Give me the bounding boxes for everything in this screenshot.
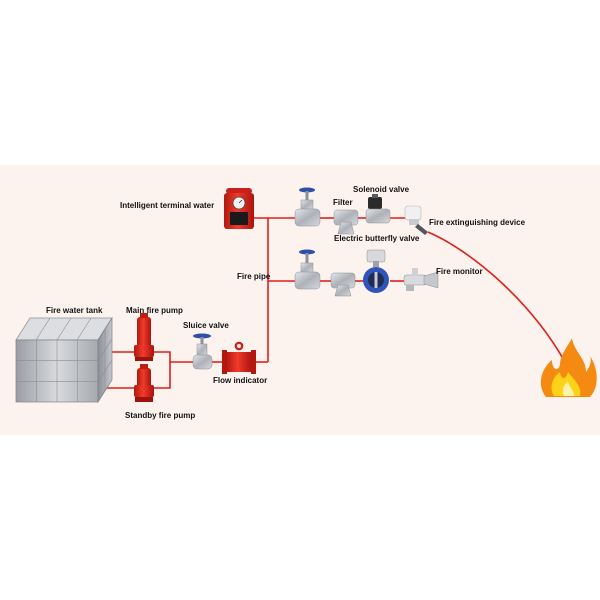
filter-lower-icon — [330, 272, 356, 297]
main-fire-pump-icon — [134, 313, 154, 361]
electric-butterfly-valve-icon — [363, 249, 389, 293]
sluice-valve-icon — [192, 333, 213, 370]
label-fire-pipe: Fire pipe — [237, 272, 271, 281]
gate-valve-upper-icon — [294, 187, 321, 227]
solenoid-valve-icon — [365, 194, 391, 224]
fire-extinguishing-device-icon — [404, 205, 428, 235]
label-main-fire-pump: Main fire pump — [126, 306, 183, 315]
gate-valve-lower-icon — [294, 249, 321, 290]
label-fire-monitor: Fire monitor — [436, 267, 483, 276]
label-sluice-valve: Sluice valve — [183, 321, 229, 330]
pipe-network — [100, 217, 566, 389]
label-intelligent-terminal-water: Intelligent terminal water — [120, 201, 214, 210]
label-fire-water-tank: Fire water tank — [46, 306, 103, 315]
fire-monitor-icon — [403, 268, 439, 291]
filter-upper-icon — [333, 209, 359, 235]
label-standby-fire-pump: Standby fire pump — [125, 411, 195, 420]
label-flow-indicator: Flow indicator — [213, 376, 267, 385]
fire-icon — [540, 338, 597, 397]
label-solenoid-valve: Solenoid valve — [353, 185, 410, 194]
flow-indicator-icon — [222, 341, 256, 374]
standby-fire-pump-icon — [134, 364, 154, 402]
fire-water-tank-icon — [15, 316, 113, 404]
intelligent-terminal-water-icon — [224, 188, 254, 229]
label-electric-butterfly-valve: Electric butterfly valve — [334, 234, 420, 243]
label-filter: Filter — [333, 198, 353, 207]
label-fire-extinguishing-device: Fire extinguishing device — [429, 218, 526, 227]
